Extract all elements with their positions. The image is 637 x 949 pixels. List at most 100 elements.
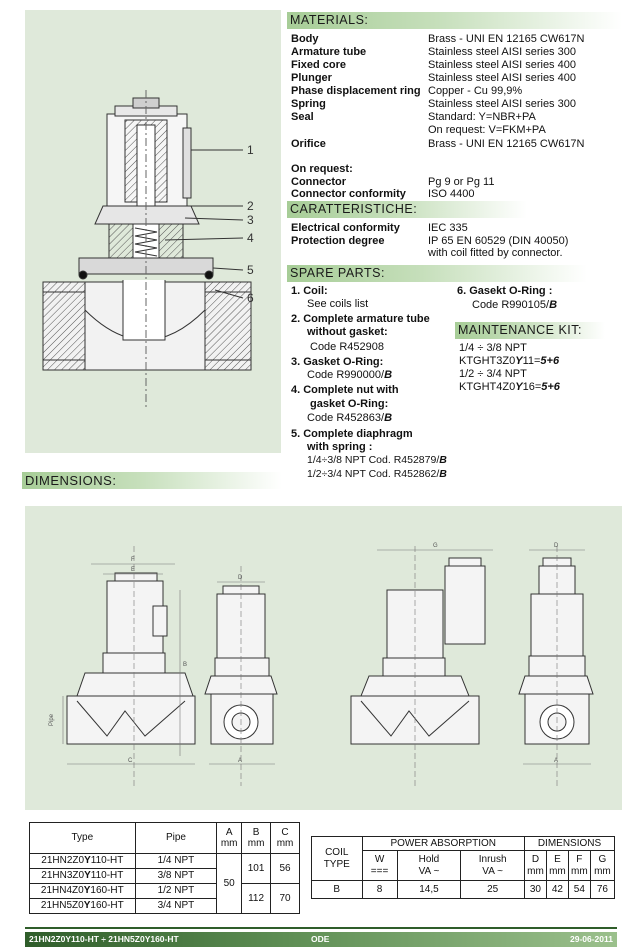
valve-section-drawing: 1 2 3 4 5 6: [42, 90, 254, 410]
spare-item-3-code: Code R990000/B: [307, 369, 392, 382]
connector-key: Connector: [291, 176, 346, 188]
f-label: F: [576, 853, 583, 865]
pipe-cell: 3/8 NPT: [134, 867, 218, 884]
e-unit: mm: [549, 865, 566, 877]
maintenance-code-prefix: KTGHT4Z0: [459, 381, 516, 393]
callout-2: 2: [247, 199, 254, 213]
header-b-label: B: [252, 826, 260, 838]
dimension-drawings: F E B Pipe C D A G D A: [49, 543, 594, 786]
dim-label-c: C: [128, 758, 133, 764]
material-key: Fixed core: [291, 59, 347, 71]
maintenance-code-y: Y: [515, 355, 523, 367]
dimensions-drawing-panel: F E B Pipe C D A G D A: [25, 506, 622, 810]
coil-header-a: COIL: [325, 846, 349, 858]
spare-item-4-code-text: Code R452863/: [307, 412, 385, 424]
type-suffix: 110-HT: [90, 855, 124, 866]
g-unit: mm: [594, 865, 611, 877]
hold-label: Hold: [418, 853, 440, 865]
spare-item-2-code: Code R452908: [310, 341, 385, 353]
power-table: COIL TYPE POWER ABSORPTION DIMENSIONS W …: [311, 836, 616, 899]
spare-item-5-line-1-text: 1/4÷3/8 NPT Cod. R452879/: [307, 454, 440, 466]
table-row: B 8 14,5 25 30 42 54 76: [311, 880, 616, 899]
electrical-key: Electrical conformity: [291, 222, 400, 234]
type-y: Y: [84, 870, 91, 881]
footer-model-range: 21HN2Z0Y110-HT ÷ 21HN5Z0Y160-HT: [29, 934, 179, 944]
f-cell: 54: [567, 880, 591, 899]
header-b: B mm: [241, 822, 272, 853]
table-row: 21HN2Z0Y110-HT 1/4 NPT 50 101 56: [29, 852, 300, 914]
spare-item-5-line-1-suffix: B: [439, 454, 447, 466]
spare-item-5-line-2: 1/2÷3/4 NPT Cod. R452862/B: [307, 468, 447, 481]
electrical-value: IEC 335: [428, 222, 468, 234]
material-value: Standard: Y=NBR+PA: [428, 111, 536, 123]
materials-header: MATERIALS:: [287, 12, 622, 29]
type-prefix: 21HN2Z0: [41, 855, 85, 866]
header-c-unit: mm: [276, 837, 294, 849]
b-cell: 112: [241, 882, 272, 914]
conformity-value: ISO 4400: [428, 188, 475, 200]
material-key: Body: [291, 33, 319, 45]
material-value: Copper - Cu 99,9%: [428, 85, 523, 97]
coil-type-header: COIL TYPE: [311, 836, 363, 881]
material-key: Orifice: [291, 138, 326, 150]
type-cell: 21HN3Z0Y110-HT: [29, 867, 136, 884]
spare-item-6-code: Code R990105/B: [472, 299, 557, 312]
callout-4: 4: [247, 231, 254, 245]
material-key: Phase displacement ring: [291, 85, 421, 97]
maintenance-code-suffix: 5+6: [540, 355, 560, 367]
d-header: D mm: [523, 850, 547, 881]
protection-key: Protection degree: [291, 235, 385, 247]
type-prefix: 21HN3Z0: [41, 870, 85, 881]
type-cell: 21HN4Z0Y160-HT: [29, 882, 136, 899]
spare-item-2-title-b: without gasket:: [307, 326, 388, 338]
dim-label-g: G: [433, 543, 438, 549]
d-cell: 30: [523, 880, 547, 899]
material-value: Stainless steel AISI series 300: [428, 98, 576, 110]
spare-item-1-line: See coils list: [307, 298, 369, 310]
spare-item-5-line-2-text: 1/2÷3/4 NPT Cod. R452862/: [307, 468, 440, 480]
material-key: Plunger: [291, 72, 332, 84]
inrush-unit: VA ~: [482, 865, 503, 877]
type-cell: 21HN5Z0Y160-HT: [29, 897, 136, 914]
dim-label-a: A: [238, 758, 242, 764]
d-label: D: [531, 853, 540, 865]
inrush-cell: 25: [460, 880, 525, 899]
dimensions-table-header: DIMENSIONS: [523, 836, 616, 851]
e-cell: 42: [545, 880, 569, 899]
type-prefix: 21HN4Z0: [40, 885, 84, 896]
type-suffix: 110-HT: [90, 870, 124, 881]
section-drawing-panel: 1 2 3 4 5 6: [25, 10, 281, 453]
spare-item-5-title-b: with spring :: [307, 441, 373, 453]
callout-5: 5: [247, 263, 254, 277]
spare-item-6-code-text: Code R990105/: [472, 299, 550, 311]
spare-item-3-code-text: Code R990000/: [307, 369, 385, 381]
protection-note: with coil fitted by connector.: [428, 247, 563, 259]
g-header: G mm: [589, 850, 616, 881]
spare-item-4-title: 4. Complete nut with: [291, 384, 399, 396]
dim-label-f: F: [131, 557, 135, 563]
conformity-key: Connector conformity: [291, 188, 406, 200]
callout-6: 6: [247, 291, 254, 305]
footer-bar: 21HN2Z0Y110-HT ÷ 21HN5Z0Y160-HT ODE 29-0…: [25, 932, 617, 947]
maintenance-line-3: 1/2 ÷ 3/4 NPT: [459, 368, 527, 380]
d-unit: mm: [527, 865, 544, 877]
spare-item-4-title-b: gasket O-Ring:: [310, 398, 389, 410]
b-cell: 101: [241, 852, 272, 884]
dim-label-a-2: A: [554, 758, 558, 764]
spare-item-3-title: 3. Gasket O-Ring:: [291, 356, 384, 368]
spare-item-6-title: 6. Gasekt O-Ring :: [457, 285, 553, 297]
e-header: E mm: [545, 850, 569, 881]
table-row: 21HN3Z0Y110-HT 3/8 NPT: [29, 867, 300, 884]
header-b-unit: mm: [247, 837, 265, 849]
spare-item-5-line-1: 1/4÷3/8 NPT Cod. R452879/B: [307, 454, 447, 467]
g-label: G: [598, 853, 607, 865]
header-a-label: A: [225, 826, 233, 838]
spare-parts-header: SPARE PARTS:: [287, 265, 587, 282]
on-request-label: On request:: [291, 163, 353, 175]
material-key: Seal: [291, 111, 314, 123]
pipe-cell: 1/2 NPT: [134, 882, 218, 899]
type-y: Y: [84, 855, 91, 866]
maintenance-line-4: KTGHT4Z0Y16=5+6: [459, 381, 560, 394]
inrush-label: Inrush: [478, 853, 507, 865]
pipe-cell: 1/4 NPT: [134, 852, 218, 869]
